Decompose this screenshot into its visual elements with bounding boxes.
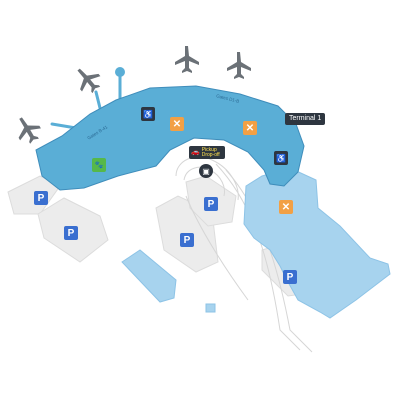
food-icon[interactable]: ✕ (243, 121, 257, 135)
pet-relief-icon[interactable]: 🐾 (92, 158, 106, 172)
terminal-label[interactable]: Terminal 1 (285, 113, 326, 125)
pier-1-end (115, 67, 125, 77)
airplane-icon (18, 117, 41, 144)
pier-3 (50, 122, 78, 130)
parking-icon[interactable]: P (204, 197, 218, 211)
parking-icon[interactable]: P (283, 270, 297, 284)
dropoff-text: Drop-off (201, 151, 220, 158)
main-terminal (35, 85, 305, 191)
parking-icon[interactable]: P (34, 191, 48, 205)
accessibility-icon[interactable]: ♿ (274, 151, 288, 165)
accessibility-icon[interactable]: ♿ (141, 107, 155, 121)
road-curve (185, 195, 249, 301)
parking-icon[interactable]: P (64, 226, 78, 240)
pier-2 (94, 90, 102, 110)
small-kiosk (205, 303, 216, 313)
car-icon: 🚗 (191, 149, 200, 156)
parking-icon[interactable]: P (180, 233, 194, 247)
food-icon[interactable]: ✕ (170, 117, 184, 131)
pickup-dropoff-label[interactable]: 🚗 Pickup Drop-off (189, 146, 225, 159)
pickup-text: Pickup (201, 146, 217, 153)
cargo-building (121, 249, 177, 303)
airplane-icon (227, 52, 251, 79)
terminal-east-annex (243, 167, 391, 319)
airplane-icon (77, 68, 101, 94)
bus-icon[interactable]: ▣ (199, 164, 213, 178)
airplanes (18, 46, 251, 144)
airplane-icon (175, 46, 199, 73)
food-icon[interactable]: ✕ (279, 200, 293, 214)
road-loop-outer (175, 156, 239, 201)
